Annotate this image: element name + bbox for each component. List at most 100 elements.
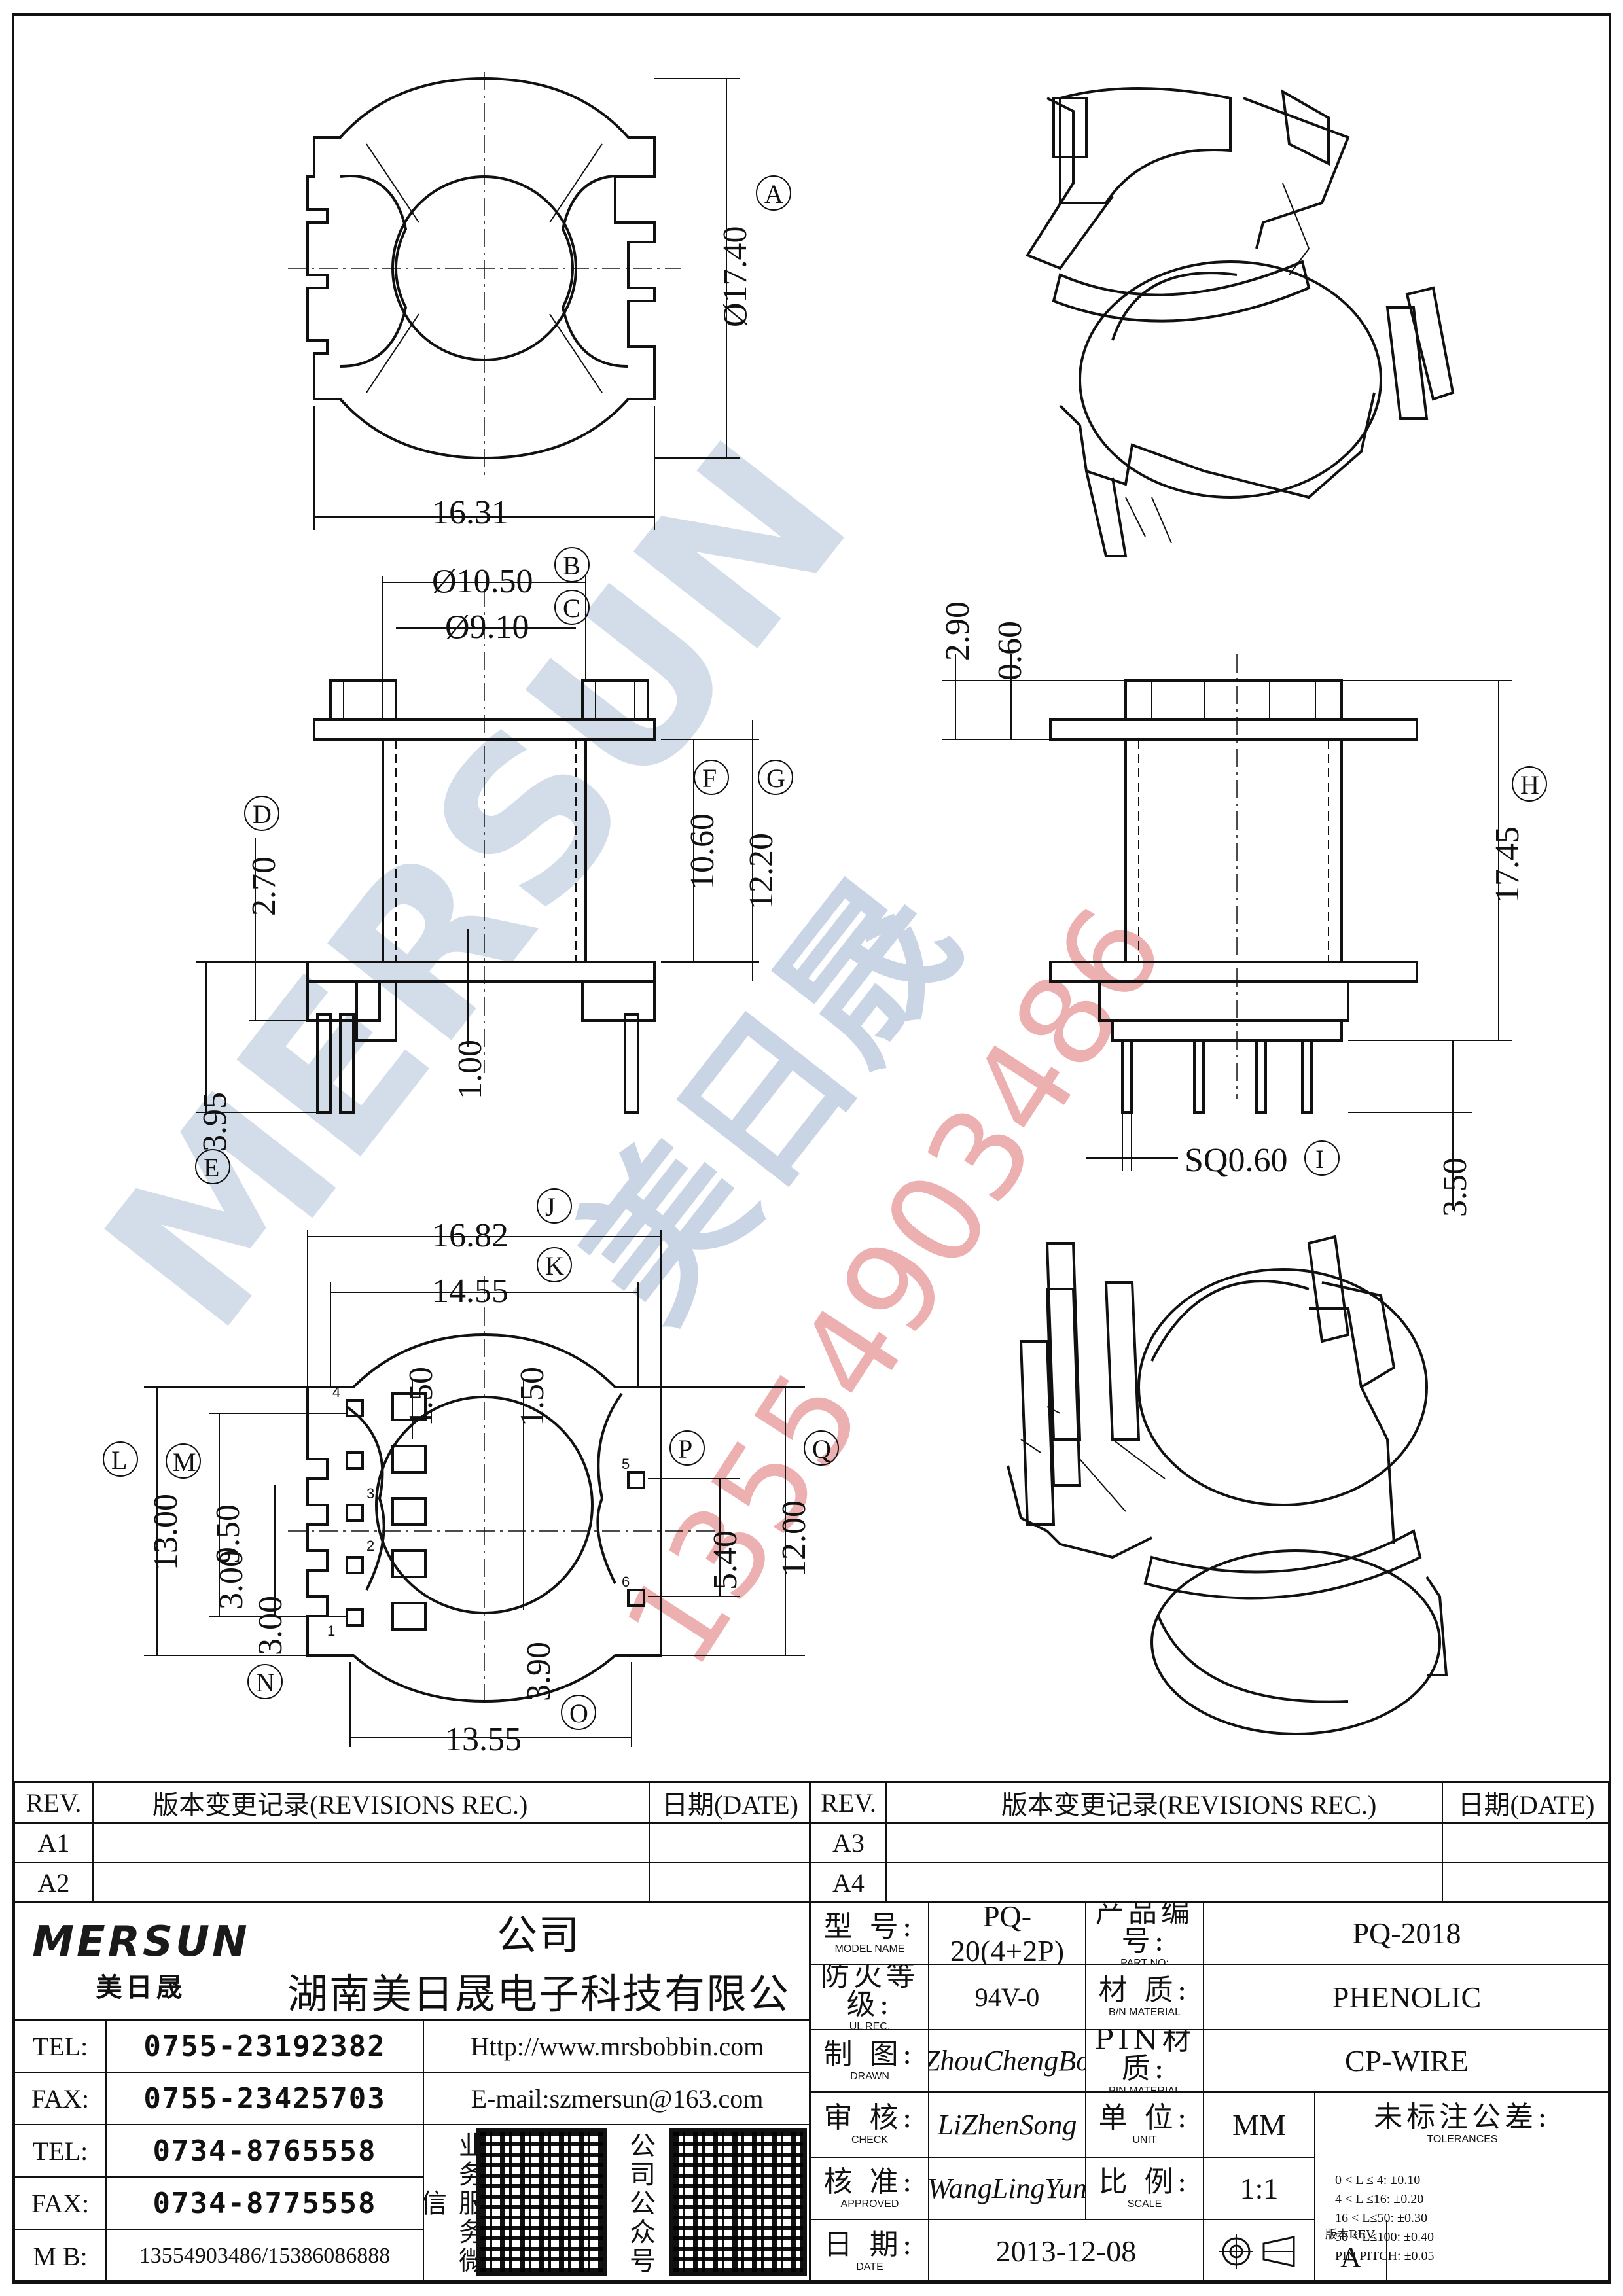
- projection-symbol: [1204, 2220, 1315, 2282]
- rev-header-rev: REV.: [15, 1783, 94, 1824]
- dim-d-tag: D: [253, 800, 272, 829]
- third-angle-projection-icon: [1219, 2234, 1295, 2269]
- dim-b-tag: B: [563, 551, 580, 580]
- dim-150b-value: 1.50: [514, 1367, 551, 1426]
- front-view: Ø10.50 B Ø9.10 C D 2.70 3.95 E 1.00 10.6…: [195, 547, 793, 1184]
- fax1-label: FAX:: [15, 2073, 107, 2125]
- company-logo: MERSUN: [32, 1918, 250, 1966]
- dim-d-value: 2.70: [245, 857, 283, 916]
- dim-j-value: 16.82: [432, 1217, 508, 1254]
- mb-label: M B:: [15, 2230, 107, 2282]
- dim-o-tag: O: [569, 1699, 588, 1728]
- side-view: 2.90 0.60 17.45 H 3.50 SQ0.60 I: [939, 601, 1547, 1217]
- dim-center-value: 1.00: [452, 1040, 489, 1099]
- rev-a2: A2: [15, 1863, 94, 1902]
- drawn-label: 制 图:DRAWN: [812, 2030, 929, 2093]
- rev-header-desc: 版本变更记录(REVISIONS REC.): [94, 1783, 650, 1824]
- rev-a3-desc: [887, 1824, 1443, 1863]
- rev-header-date: 日期(DATE): [650, 1783, 810, 1824]
- email: E-mail:szmersun@163.com: [424, 2073, 810, 2125]
- dim-pin-value: 3.50: [1436, 1157, 1474, 1217]
- dim-e-tag: E: [204, 1153, 219, 1182]
- dim-g-value: 12.20: [743, 833, 780, 910]
- rev-a4-date: [1443, 1863, 1609, 1902]
- fax2-label: FAX:: [15, 2178, 107, 2230]
- tolerance-row: 16 < L≤50: ±0.30: [1335, 2211, 1428, 2225]
- ul-label: 防火等级:UL REC.: [812, 1965, 929, 2030]
- dim-390-value: 3.90: [520, 1642, 558, 1701]
- sheet-border: [12, 13, 1611, 2284]
- dim-o-value: 13.55: [445, 1721, 522, 1758]
- dim-n-value: 3.00: [252, 1596, 289, 1655]
- dim-h-tag: H: [1520, 770, 1539, 800]
- pin-6-label: 6: [622, 1574, 630, 1590]
- dim-g-tag: G: [766, 764, 785, 793]
- rev-a1-date: [650, 1824, 810, 1863]
- scale-value: 1:1: [1204, 2158, 1315, 2220]
- unit-label: 单 位:UNIT: [1086, 2093, 1204, 2158]
- tolerance-row: 0 < L ≤ 4: ±0.10: [1335, 2173, 1421, 2187]
- qr-code-wechat: [476, 2128, 607, 2276]
- material-value: PHENOLIC: [1204, 1965, 1609, 2030]
- rev-a4: A4: [812, 1863, 887, 1902]
- title-block: 型 号:MODEL NAME PQ-20(4+2P) 产品编号:PART NO:…: [810, 1901, 1610, 2282]
- pin-4-label: 4: [332, 1384, 340, 1400]
- tel2-label: TEL:: [15, 2125, 107, 2178]
- pin-3-label: 3: [366, 1485, 374, 1502]
- rev-a1: A1: [15, 1824, 94, 1863]
- pin-2-label: 2: [366, 1538, 374, 1554]
- fax1-value: 0755-23425703: [107, 2073, 424, 2125]
- pin-material-label: PIN材质:PIN MATERIAL: [1086, 2030, 1204, 2093]
- version-label: 版本REV.: [1325, 2228, 1377, 2242]
- iso-view-top: [1026, 87, 1455, 557]
- dim-a-value: Ø17.40: [717, 226, 754, 327]
- ul-value: 94V-0: [929, 1965, 1086, 2030]
- model-label: 型 号:MODEL NAME: [812, 1903, 929, 1965]
- company-logo-area: MERSUN 美日晟: [15, 1903, 267, 2021]
- dim-p-value: 5.40: [707, 1530, 744, 1590]
- rev-a4-desc: [887, 1863, 1443, 1902]
- dim-150a-value: 1.50: [402, 1367, 440, 1426]
- rev-a2-date: [650, 1863, 810, 1902]
- model-value: PQ-20(4+2P): [929, 1903, 1086, 1965]
- rev-a2-desc: [94, 1863, 650, 1902]
- part-value: PQ-2018: [1204, 1903, 1609, 1965]
- dim-f-tag: F: [702, 764, 717, 793]
- dim-q-tag: Q: [812, 1434, 831, 1464]
- scale-label: 比 例:SCALE: [1086, 2158, 1204, 2220]
- dim-m-tag: M: [173, 1447, 196, 1477]
- dim-k-tag: K: [545, 1251, 564, 1280]
- version-value: A: [1340, 2241, 1361, 2274]
- tolerance-row: 50 < L≤100: ±0.40: [1335, 2230, 1435, 2244]
- date-label: 日 期:DATE: [812, 2220, 929, 2282]
- dim-n-tag: N: [256, 1668, 275, 1697]
- qr1-label: 业务服务微信: [424, 2132, 476, 2276]
- company-names: 深圳市美日晟塑胶电子有限公司 湖南美日晟电子科技有限公司: [267, 1903, 810, 2021]
- company-name-2: 湖南美日晟电子科技有限公司: [287, 1970, 790, 2018]
- revisions-right: REV. 版本变更记录(REVISIONS REC.) 日期(DATE) A3 …: [810, 1781, 1610, 1903]
- dim-c-tag: C: [563, 593, 580, 623]
- company-name-1: 深圳市美日晟塑胶电子有限公司: [496, 1911, 580, 1959]
- check-value: LiZhenSong: [929, 2093, 1086, 2158]
- dim-f-value: 10.60: [684, 813, 721, 890]
- tel2-value: 0734-8765558: [107, 2125, 424, 2178]
- bottom-view: 4 3 2 1 5 6 16.82 J 14.55 K 13.00 L 9.50…: [103, 1188, 839, 1758]
- pin-5-label: 5: [622, 1456, 630, 1472]
- website: Http://www.mrsbobbin.com: [424, 2021, 810, 2073]
- dim-i-value: SQ0.60: [1185, 1142, 1287, 1179]
- mb-value: 13554903486/15386086888: [107, 2230, 424, 2282]
- dim-top1-value: 2.90: [939, 601, 976, 661]
- dim-h-value: 17.45: [1489, 826, 1526, 903]
- rev-a1-desc: [94, 1824, 650, 1863]
- tel1-value: 0755-23192382: [107, 2021, 424, 2073]
- dim-a-tag: A: [764, 179, 783, 209]
- rev-a3-date: [1443, 1824, 1609, 1863]
- company-logo-cn: 美日晟: [96, 1973, 187, 2003]
- check-label: 审 核:CHECK: [812, 2093, 929, 2158]
- revisions-left: REV. 版本变更记录(REVISIONS REC.) 日期(DATE) A1 …: [13, 1781, 810, 1903]
- fax2-value: 0734-8775558: [107, 2178, 424, 2230]
- rev-header-date-r: 日期(DATE): [1443, 1783, 1609, 1824]
- dim-j-tag: J: [545, 1192, 556, 1222]
- tel1-label: TEL:: [15, 2021, 107, 2073]
